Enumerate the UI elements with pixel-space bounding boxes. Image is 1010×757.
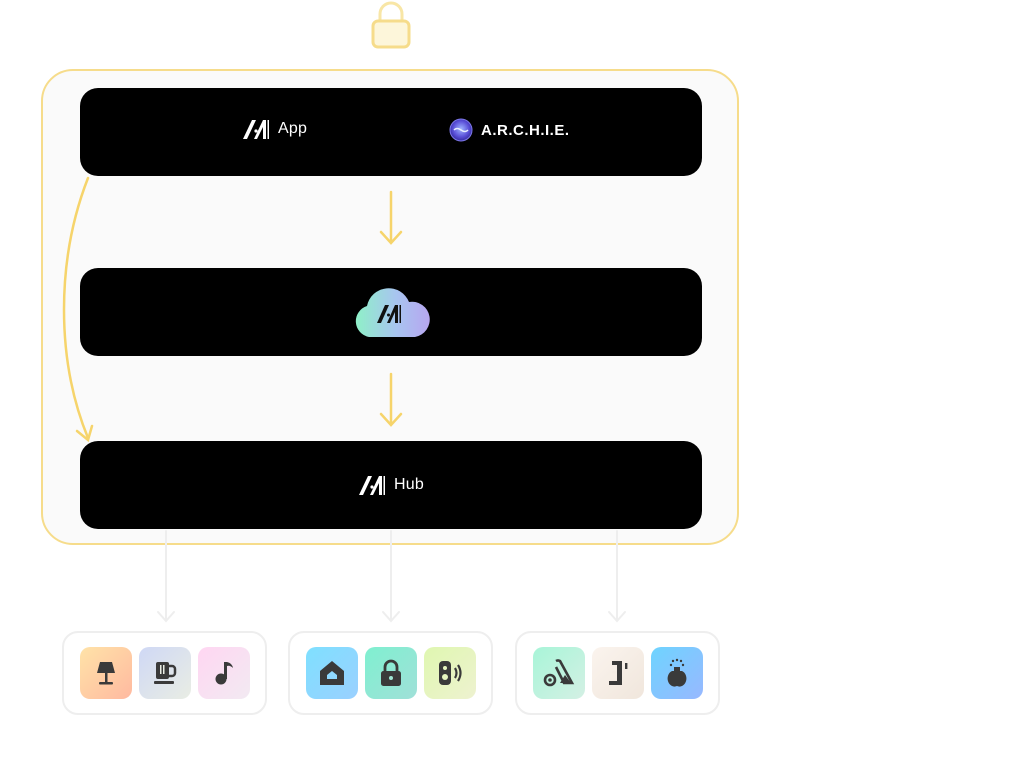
device-tile-speaker[interactable] — [423, 647, 476, 699]
device-tile-music[interactable] — [197, 647, 250, 699]
lock-icon — [380, 659, 401, 686]
app-brand: App — [242, 118, 307, 140]
app-layer-bar: App A.R.C.H.I.E. — [80, 88, 702, 176]
door-lock-icon — [608, 661, 627, 685]
device-tile-lamp[interactable] — [79, 647, 132, 699]
device-tile-home[interactable] — [305, 647, 358, 699]
cloud-icon — [351, 281, 431, 344]
device-tile-lock[interactable] — [364, 647, 417, 699]
device-tile-door-lock[interactable] — [591, 647, 644, 699]
device-group-2 — [288, 631, 493, 715]
brand-logo-icon — [242, 118, 270, 140]
hub-label: Hub — [394, 476, 424, 493]
device-tile-vacuum[interactable] — [532, 647, 585, 699]
hub-layer-bar: Hub — [80, 441, 702, 529]
device-group-3 — [515, 631, 720, 715]
hub-brand: Hub — [358, 474, 424, 496]
padlock-icon — [371, 1, 411, 49]
diffuser-icon — [667, 658, 686, 687]
app-label: App — [278, 120, 308, 137]
kettle-icon — [153, 662, 176, 684]
cloud-layer-bar — [80, 268, 702, 356]
brand-logo-icon — [358, 474, 386, 496]
archie-brand: A.R.C.H.I.E. — [449, 118, 570, 142]
lamp-icon — [96, 662, 115, 685]
archie-orb-icon — [449, 118, 473, 142]
music-note-icon — [215, 662, 233, 685]
archie-label: A.R.C.H.I.E. — [481, 121, 570, 139]
speaker-icon — [438, 661, 462, 685]
device-tile-diffuser[interactable] — [650, 647, 703, 699]
vacuum-icon — [543, 659, 574, 687]
device-group-1 — [62, 631, 267, 715]
home-icon — [319, 661, 344, 685]
device-tile-kettle[interactable] — [138, 647, 191, 699]
